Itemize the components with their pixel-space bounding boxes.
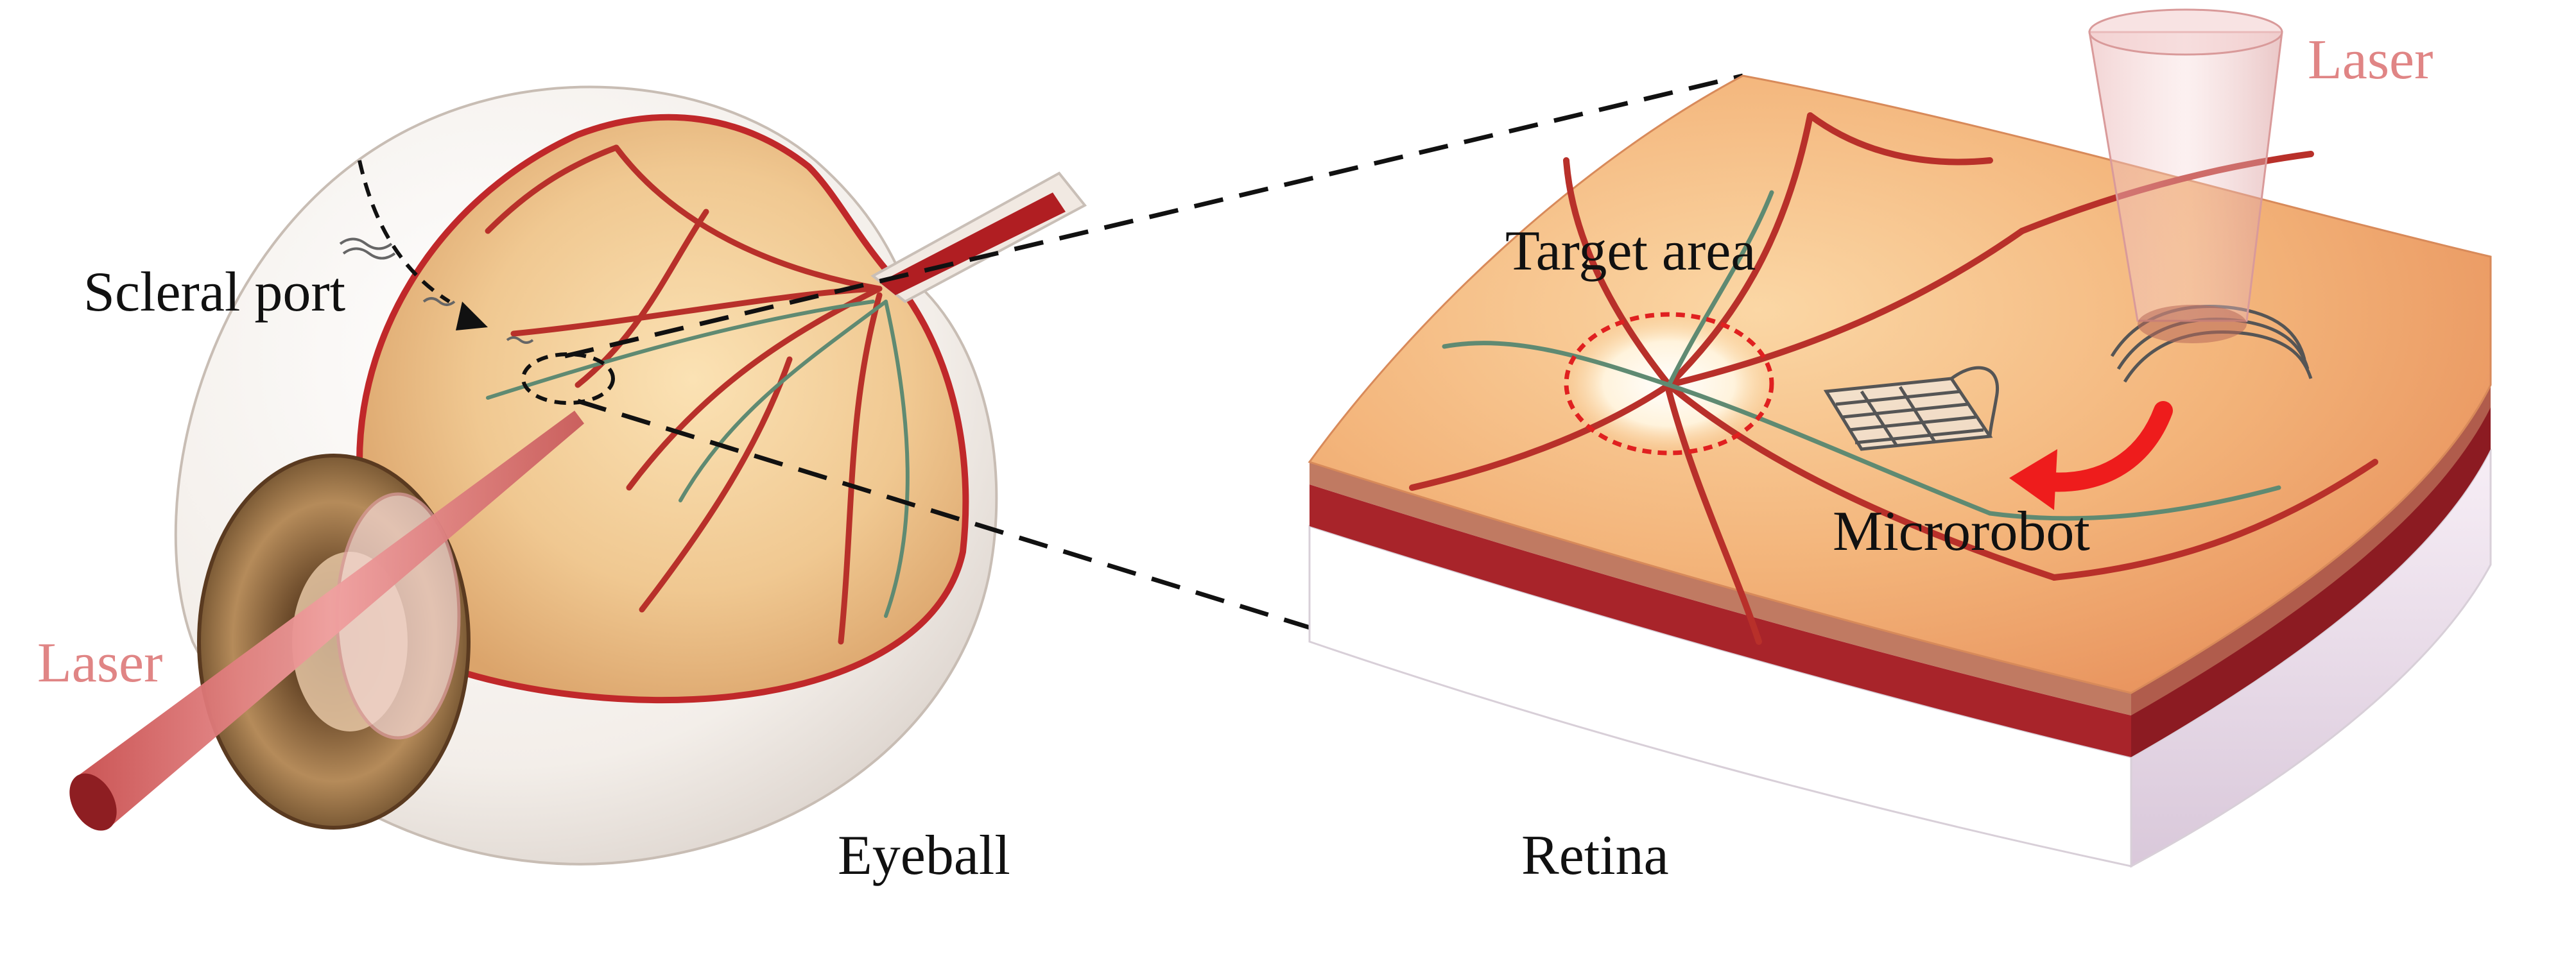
curved-arrow-head [2009,449,2057,510]
scleral-port-label: Scleral port [83,261,346,323]
scleral-port-path [358,160,451,303]
eyeball-illustration [69,85,1087,866]
laser-spot [2138,305,2247,343]
zoom-lines [564,73,1743,630]
eye-target-ring [521,352,615,405]
target-ring [1564,312,1774,456]
retina-block [1308,8,2492,868]
eyeball-interior [356,114,969,704]
port-microrobots [339,237,534,344]
microrobot-label: Microrobot [1833,500,2090,563]
laser-beam-eye [77,411,584,828]
retina-vessels-green [1442,190,2281,521]
retina-layer-dark-front [1310,484,2131,757]
eye-vessels-green [486,300,910,618]
retina-layer-mid-right [2131,385,2491,715]
curved-arrow [2032,401,2173,492]
laser-cone-top [2088,8,2283,56]
laser-beam-end [69,773,117,831]
retina-layer-dark-right [2131,385,2491,757]
laser-label-right: Laser [2308,29,2433,91]
target-area-label: Target area [1505,220,1756,282]
retina-vessels [1409,112,2378,645]
eyeball-caption: Eyeball [838,824,1010,887]
scleral-port-arrowhead [456,302,488,330]
retina-caption: Retina [1521,824,1669,887]
laser-label-left: Laser [37,632,163,694]
microrobot [1823,366,1999,451]
retina-layer-mid-front [1310,462,2131,715]
